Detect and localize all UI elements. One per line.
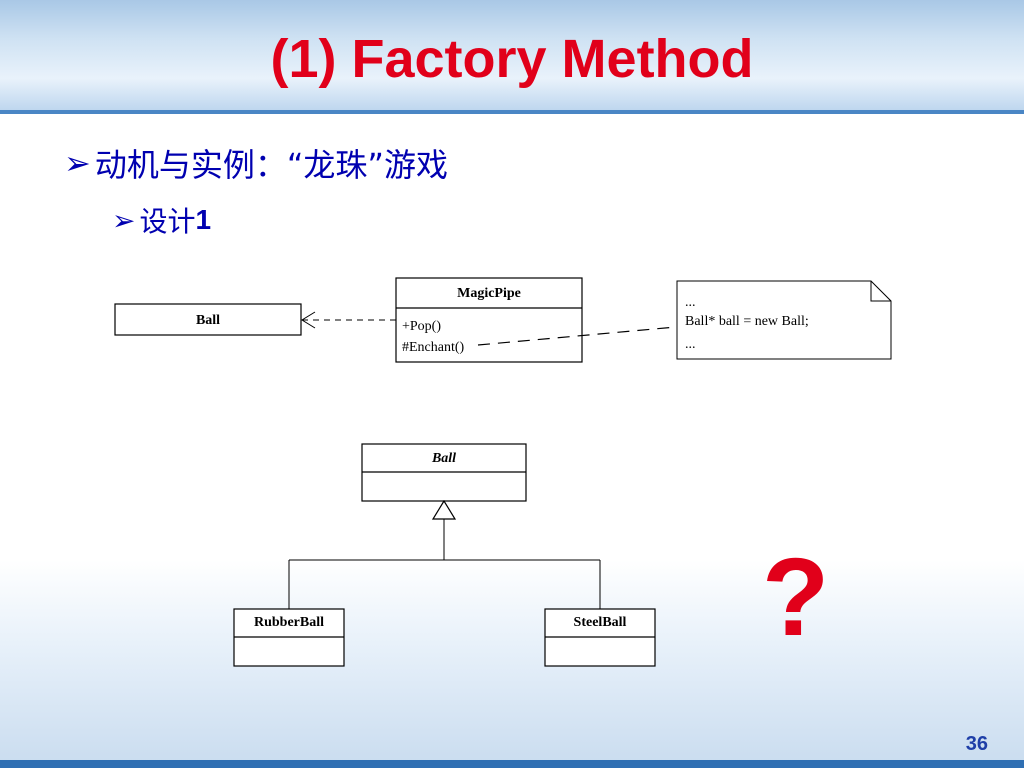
bullet-level1-text: 动机与实例：“龙珠”游戏: [94, 146, 448, 184]
bullet-arrow-icon: ➢: [112, 203, 136, 237]
bullet-arrow-icon: ➢: [64, 144, 91, 182]
slide-title: (1) Factory Method: [270, 29, 754, 89]
note-line-2: Ball* ball = new Ball;: [685, 314, 809, 329]
bullet-level2-text: 设计: [139, 205, 196, 238]
abstract-ball-class-name: Ball: [431, 451, 456, 466]
abstract-ball-class-box: Ball: [361, 443, 527, 502]
footer-divider: [0, 760, 1024, 768]
question-mark: ?: [762, 536, 830, 659]
ball-class-box: Ball: [114, 303, 302, 336]
bullet-level1: ➢ 动机与实例：“龙珠”游戏: [64, 140, 448, 186]
code-note: ... Ball* ball = new Ball; ...: [676, 280, 892, 360]
steelball-class-name: SteelBall: [574, 615, 627, 630]
magicpipe-class-box: MagicPipe +Pop() #Enchant(): [395, 277, 583, 363]
ball-class-name: Ball: [196, 313, 220, 328]
footer-background: [0, 560, 1024, 768]
inheritance-connector: [288, 499, 601, 609]
header-divider: [0, 110, 1024, 114]
note-line-1: ...: [685, 295, 696, 310]
rubberball-class-name: RubberBall: [254, 615, 324, 630]
header-background: [0, 0, 1024, 112]
bullet-level2-number: 1: [195, 204, 212, 235]
magicpipe-class-name: MagicPipe: [457, 286, 521, 301]
rubberball-class-box: RubberBall: [233, 608, 345, 667]
magicpipe-op-pop: +Pop(): [402, 319, 441, 334]
page-number: 36: [965, 733, 988, 755]
steelball-class-box: SteelBall: [544, 608, 656, 667]
note-link: [477, 326, 677, 346]
note-line-3: ...: [685, 337, 696, 352]
magicpipe-op-enchant: #Enchant(): [402, 340, 465, 355]
dependency-arrow: [301, 311, 396, 329]
